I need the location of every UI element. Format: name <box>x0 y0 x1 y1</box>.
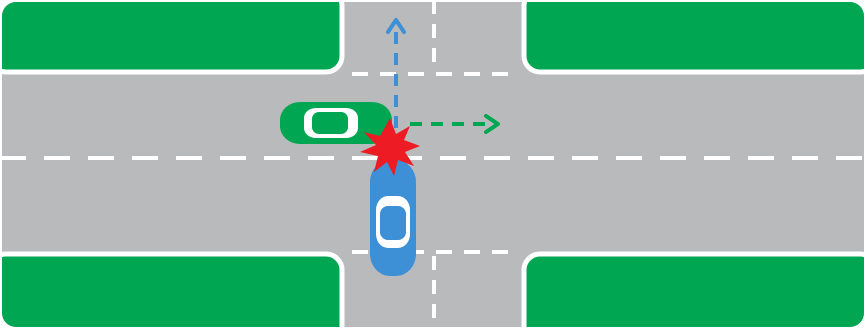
green-car-roof <box>312 112 348 134</box>
grass-top-right <box>524 0 866 72</box>
grass-top-left <box>0 0 342 72</box>
blue-car <box>370 160 416 276</box>
grass-bottom-right <box>524 254 866 329</box>
blue-car-roof <box>380 206 406 240</box>
grass-bottom-left <box>0 254 342 329</box>
